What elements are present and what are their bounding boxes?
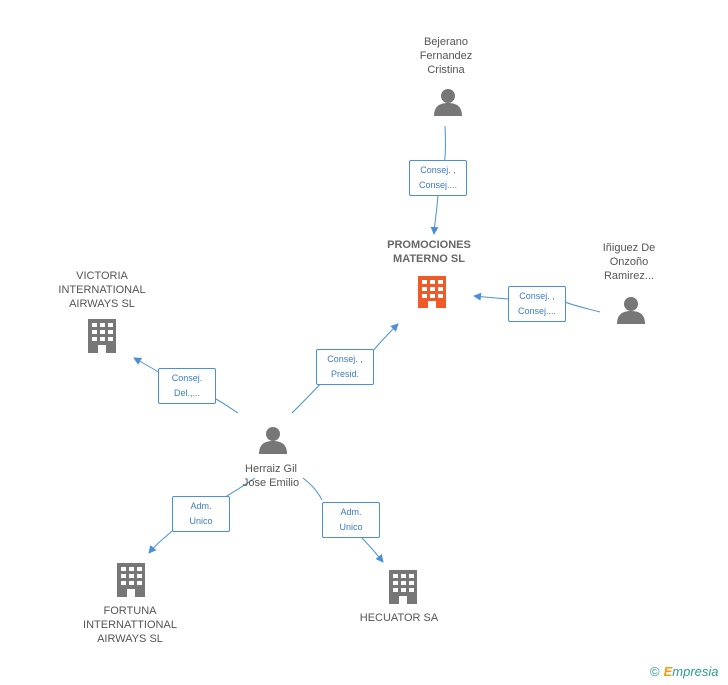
node-label-promociones[interactable]: PROMOCIONES MATERNO SL [387,239,471,265]
building-icon[interactable] [418,276,446,308]
edge-label-herraiz-promociones: Consej. , Presid. [316,349,374,385]
node-label-bejerano[interactable]: Bejerano Fernandez Cristina [419,36,473,76]
edge-label-bejerano-promociones: Consej. , Consej.... [409,160,467,196]
edge-herraiz-victoria [134,358,239,414]
edge-role-1: Adm. [190,501,212,511]
edge-role-1: Consej. [171,373,203,383]
edge-role-2: Consej.... [517,306,557,316]
node-label-victoria[interactable]: VICTORIA INTERNATIONAL AIRWAYS SL [58,270,146,310]
building-icon[interactable] [88,319,116,353]
copyright-icon: © [650,664,660,679]
edge-label-herraiz-fortuna: Adm. Unico [172,496,230,532]
node-label-hecuator[interactable]: HECUATOR SA [359,612,439,624]
edge-label-iniguez-promociones: Consej. , Consej.... [508,286,566,322]
edge-role-1: Consej. , [420,165,456,175]
edge-role-2: Del.,... [173,388,200,398]
building-icon[interactable] [117,563,145,597]
person-icon[interactable] [434,89,462,116]
person-icon[interactable] [259,427,287,454]
edge-role-1: Consej. , [327,354,363,364]
building-icon[interactable] [389,570,417,604]
node-label-iniguez[interactable]: Iñiguez De Onzoño Ramirez... [602,242,656,282]
node-label-herraiz[interactable]: Herraiz Gil Jose Emilio [242,463,300,489]
brand-name: mpresia [672,664,719,679]
edge-role-2: Presid. [330,369,359,379]
brand-logo: ©Empresia [650,664,719,679]
edge-role-2: Unico [339,522,363,532]
edge-role-2: Consej.... [418,180,458,190]
edge-iniguez-promociones [474,296,601,313]
edge-role-1: Consej. , [519,291,555,301]
edge-role-1: Adm. [340,507,362,517]
edge-role-2: Unico [189,516,213,526]
edge-label-herraiz-victoria: Consej. Del.,... [158,368,216,404]
node-label-fortuna[interactable]: FORTUNA INTERNATTIONAL AIRWAYS SL [83,605,177,645]
brand-initial: E [663,664,673,679]
edge-herraiz-hecuator [302,477,383,562]
edge-label-herraiz-hecuator: Adm. Unico [322,502,380,538]
person-icon[interactable] [617,297,645,324]
